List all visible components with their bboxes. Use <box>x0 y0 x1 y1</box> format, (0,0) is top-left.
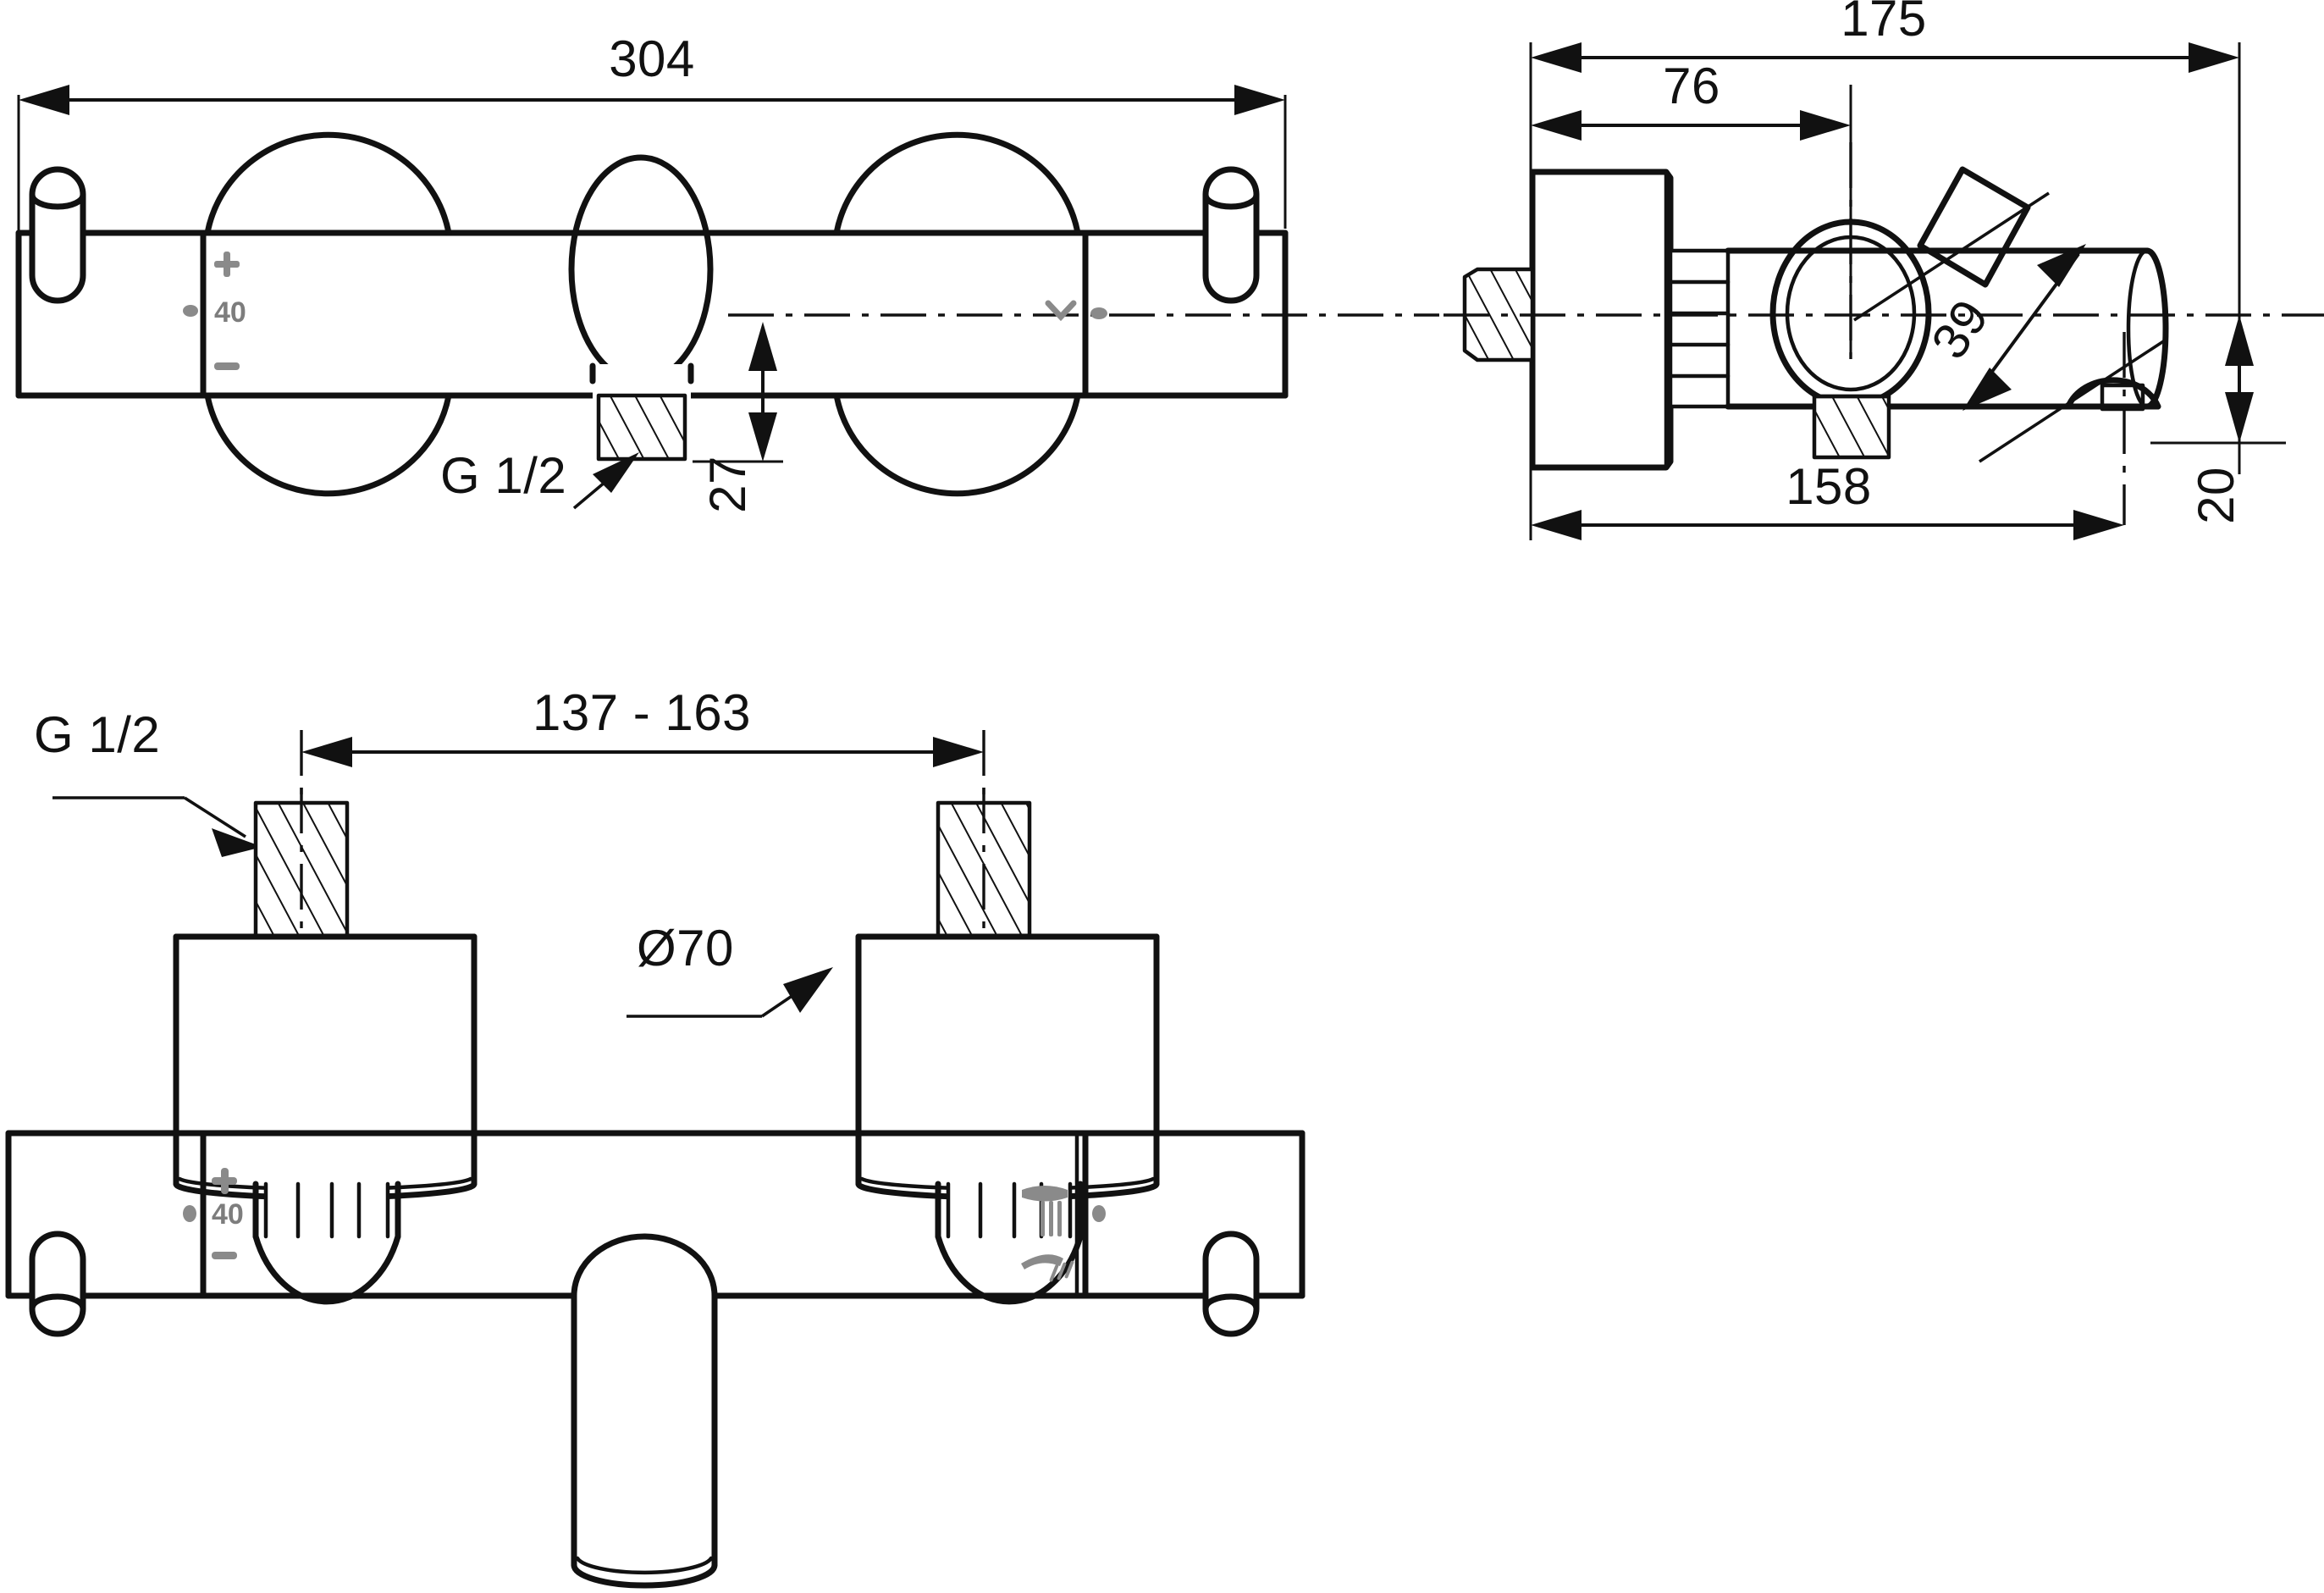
diverter-marks-top <box>1045 300 1107 322</box>
dot-icon <box>1090 307 1107 319</box>
side-view-body <box>1444 142 2324 525</box>
dimension-27: 27 <box>693 322 783 513</box>
dimension-158-label: 158 <box>1786 458 1872 515</box>
dimension-137-163: 137 - 163 <box>300 684 985 830</box>
callout-g12-top: G 1/2 <box>440 447 639 510</box>
side-view: 175 76 <box>1444 0 2324 540</box>
flow-handle-top[interactable] <box>1202 166 1260 304</box>
chevron-down-icon <box>1045 300 1077 322</box>
dimension-76: 76 <box>1529 58 1852 356</box>
dimension-304-label: 304 <box>609 30 695 87</box>
callout-g12-top-label: G 1/2 <box>440 447 566 504</box>
dot-icon <box>183 305 198 317</box>
front-view: 137 - 163 G 1/2 <box>5 684 1306 1589</box>
inlet-assembly-left <box>173 788 477 1305</box>
outlet-boss-top <box>568 154 714 405</box>
dimension-76-label: 76 <box>1663 58 1720 114</box>
escutcheon-left-front <box>173 933 477 1201</box>
dimension-304: 304 <box>17 30 1287 254</box>
outlet-thread-top <box>596 393 687 462</box>
temperature-scale-front: 40 <box>183 1168 244 1259</box>
top-view: 304 <box>15 30 1439 513</box>
plus-icon <box>212 1168 237 1194</box>
minus-icon <box>212 1252 237 1259</box>
collar-side <box>1668 248 1731 409</box>
inlet-assembly-right <box>855 788 1160 1305</box>
outlet-thread-side <box>1812 394 1891 460</box>
minus-icon <box>214 362 240 370</box>
dot-icon <box>183 1205 196 1222</box>
temperature-value-top: 40 <box>214 296 246 329</box>
dimension-39-label: 39 <box>1920 290 1999 369</box>
bath-spout-icon <box>1021 1254 1074 1282</box>
dimension-175: 175 <box>1529 0 2241 474</box>
temperature-scale-top: 40 <box>183 252 246 370</box>
temperature-handle-top[interactable] <box>29 166 86 304</box>
dimension-20: 20 <box>2150 315 2286 524</box>
dimension-175-label: 175 <box>1841 0 1927 47</box>
dimension-137-163-label: 137 - 163 <box>533 684 751 741</box>
flow-handle-front[interactable] <box>1202 1231 1260 1337</box>
dimension-27-label: 27 <box>699 456 756 513</box>
collar-left-front <box>263 1181 390 1239</box>
escutcheon-right-front <box>855 933 1160 1201</box>
callout-diameter70-label: Ø70 <box>637 920 734 976</box>
callout-g12-front-label: G 1/2 <box>34 706 160 763</box>
spout-bump-side <box>2065 377 2161 412</box>
bath-spout-front <box>571 1233 718 1589</box>
callout-diameter70: Ø70 <box>627 920 833 1018</box>
escutcheon-left-top <box>204 131 452 497</box>
inlet-thread-side <box>1462 267 1535 362</box>
top-view-body <box>15 131 1439 497</box>
temperature-handle-front[interactable] <box>29 1231 86 1337</box>
temperature-value-front: 40 <box>212 1198 244 1231</box>
plus-icon <box>214 252 240 277</box>
front-view-body <box>5 1130 1306 1589</box>
dimension-158: 158 <box>1529 458 2124 540</box>
dimension-20-label: 20 <box>2188 467 2244 524</box>
function-symbols-front <box>1021 1186 1106 1282</box>
callout-g12-front: G 1/2 <box>34 706 262 857</box>
dot-icon <box>1092 1205 1106 1222</box>
escutcheon-right-top <box>833 131 1081 497</box>
shower-head-icon <box>1022 1186 1068 1236</box>
